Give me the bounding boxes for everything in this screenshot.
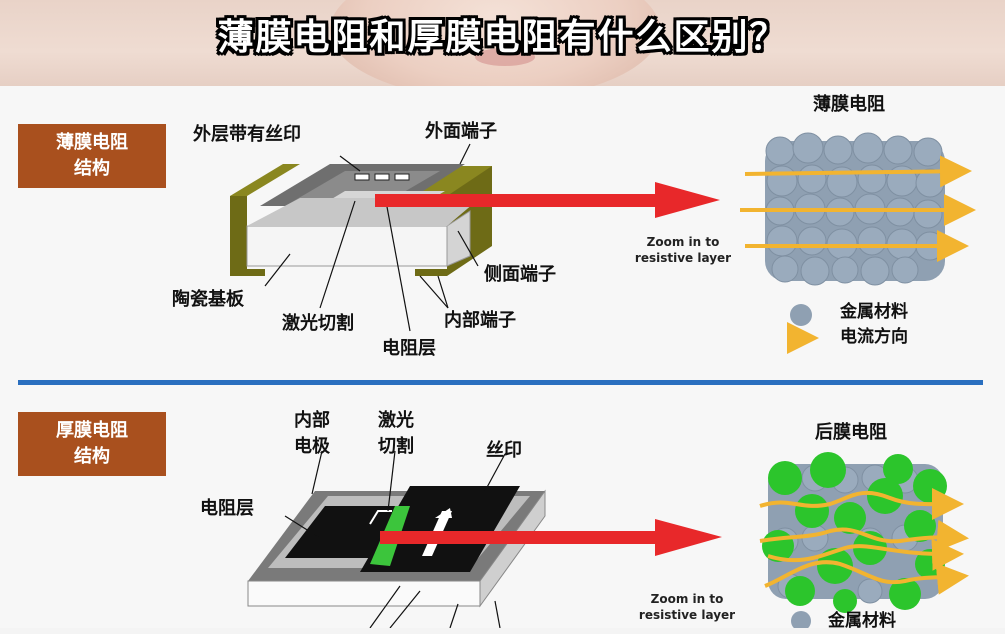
thick-zoom-caption: Zoom in to resistive layer — [638, 592, 736, 622]
thick-film-section-label: 厚膜电阻 结构 — [18, 412, 166, 476]
label-ceramic-substrate: 陶瓷基板 — [172, 289, 244, 310]
thin-film-section-label: 薄膜电阻 结构 — [18, 124, 166, 188]
label-laser-cut: 激光切割 — [282, 313, 354, 334]
page-title: 薄膜电阻和厚膜电阻有什么区别？ — [217, 17, 788, 58]
label-inner-electrode: 内部 电极 — [294, 410, 330, 457]
thin-film-chip — [230, 143, 492, 332]
thick-zoom-arrow — [380, 519, 722, 556]
thick-zoom-title: 后膜电阻 — [815, 422, 887, 443]
thick-legend-metal-label: 金属材料 — [828, 611, 896, 631]
thick-film-particles — [759, 452, 969, 628]
resistor-diagrams — [230, 132, 976, 628]
thick-film-chip — [247, 450, 546, 628]
diagram-area: 薄膜电阻 结构 厚膜电阻 结构 — [0, 86, 1005, 631]
label-side-terminal: 侧面端子 — [484, 264, 556, 285]
label-outer-terminal: 外面端子 — [425, 121, 497, 142]
thin-zoom-caption: Zoom in to resistive layer — [634, 235, 732, 265]
header-banner: 薄膜电阻和厚膜电阻有什么区别？ — [0, 0, 1005, 86]
thin-zoom-title: 薄膜电阻 — [813, 94, 885, 115]
label-silk-print: 丝印 — [486, 440, 522, 461]
thin-film-particles — [740, 132, 976, 354]
presenter-face-image — [330, 0, 660, 86]
label-thick-laser-cut: 激光 切割 — [378, 410, 414, 457]
legend-current-label: 电流方向 — [840, 327, 908, 347]
label-resistive-layer: 电阻层 — [382, 338, 436, 359]
thin-zoom-arrow — [375, 182, 720, 218]
legend-metal-label: 金属材料 — [840, 302, 908, 322]
label-inner-terminal: 内部端子 — [444, 310, 516, 331]
label-thick-resistive-layer: 电阻层 — [200, 498, 254, 519]
presenter-lip-detail — [475, 48, 535, 66]
section-divider — [18, 380, 983, 385]
label-outer-print: 外层带有丝印 — [193, 124, 301, 145]
